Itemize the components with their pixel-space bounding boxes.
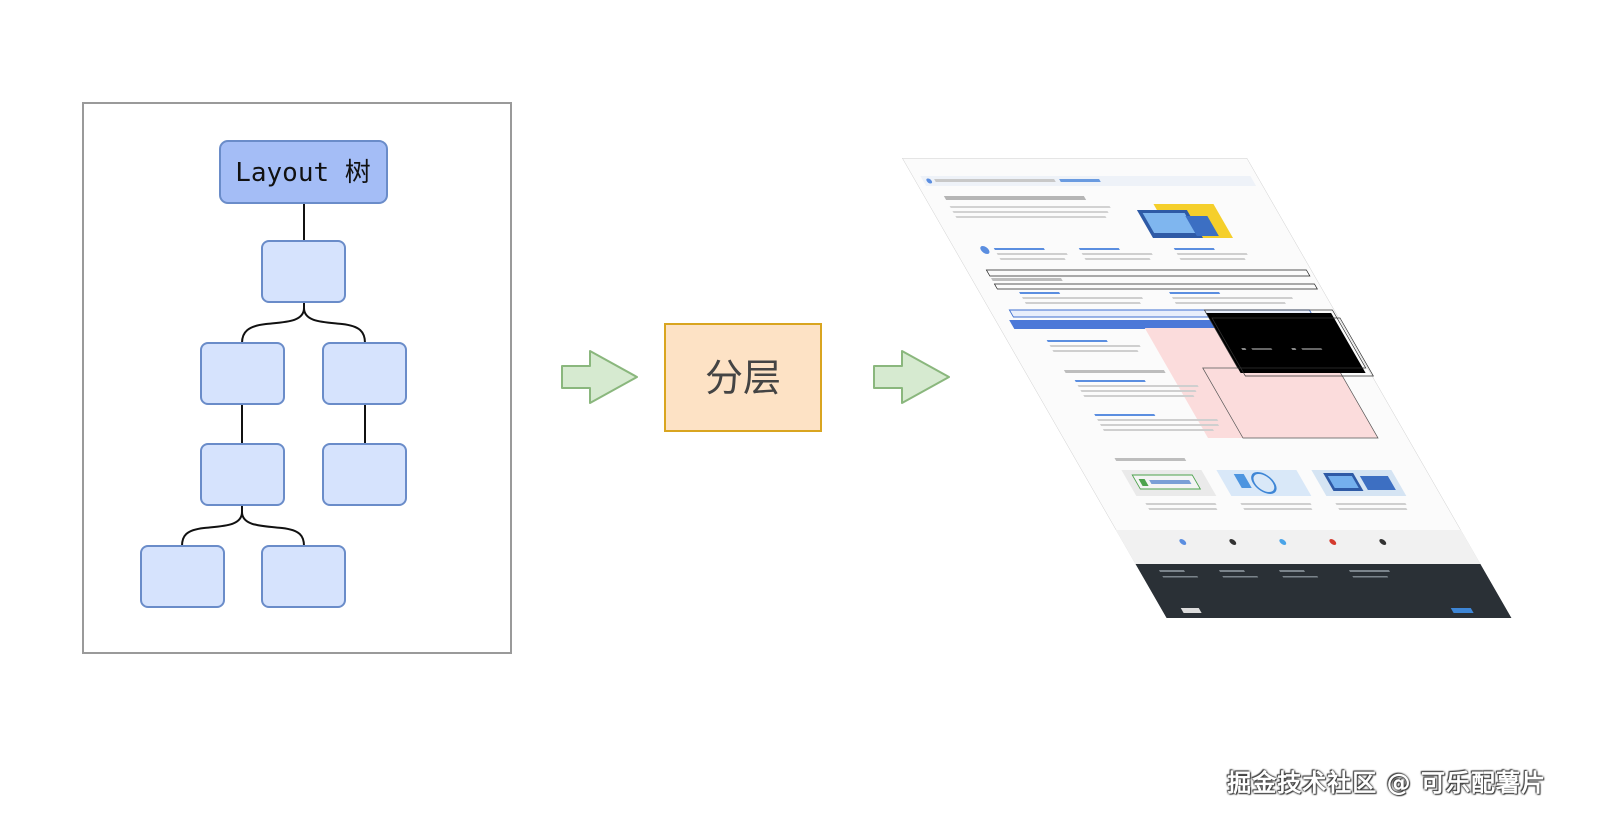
flow-arrow-icon [561, 350, 638, 404]
layout-tree-panel: Layout 树 [82, 102, 512, 654]
layering-process-box: 分层 [664, 323, 822, 432]
layered-page-illustration [902, 158, 1512, 618]
tree-node [200, 443, 285, 506]
tree-node [261, 545, 346, 608]
flow-arrow-icon [873, 350, 950, 404]
tree-root-label: Layout 树 [235, 158, 371, 188]
tree-node [322, 443, 407, 506]
watermark-text: 掘金技术社区 @ 可乐配薯片 [1227, 769, 1546, 797]
tree-connectors [181, 202, 366, 547]
tree-node [140, 545, 225, 608]
tree-node [261, 240, 346, 303]
tree-node [200, 342, 285, 405]
tree-node [322, 342, 407, 405]
layering-process-label: 分层 [705, 356, 781, 400]
tree-root-node: Layout 树 [219, 140, 388, 204]
